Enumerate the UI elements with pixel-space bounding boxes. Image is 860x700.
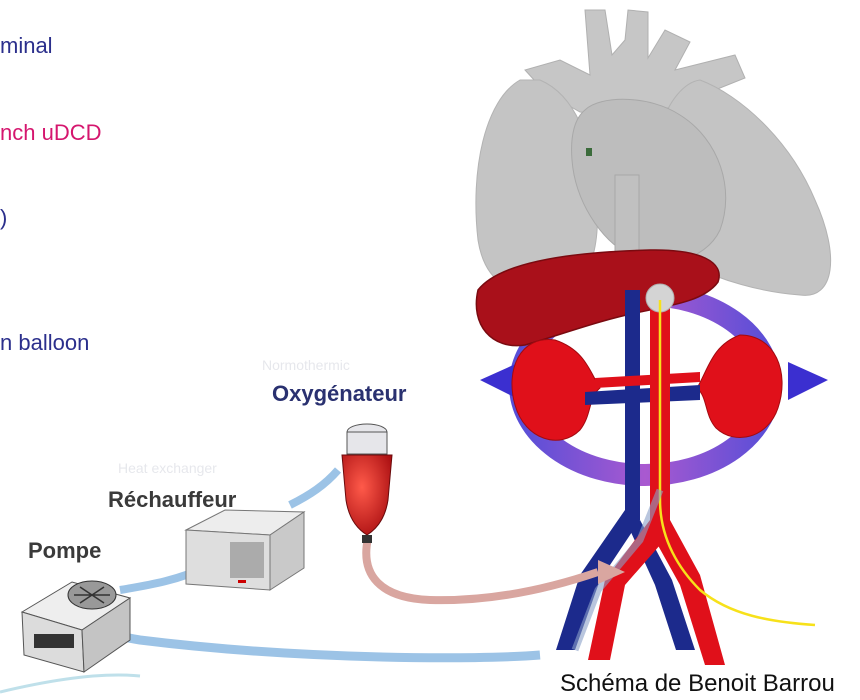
tube-warmer-oxy	[290, 470, 338, 505]
oxygenator-label: Oxygénateur	[272, 381, 407, 407]
pump-label: Pompe	[28, 538, 101, 564]
pulmonary-dot	[586, 148, 592, 156]
warmer-label: Réchauffeur	[108, 487, 236, 513]
faint-label-mid: Heat exchanger	[118, 460, 217, 476]
renal-artery	[595, 372, 700, 388]
tube-return	[66, 600, 540, 658]
renal-vein	[585, 385, 700, 405]
left-text-line1: minal	[0, 33, 53, 59]
tube-drainage	[366, 538, 598, 600]
left-text-line2: nch uDCD	[0, 120, 101, 146]
faint-label-top: Normothermic	[262, 357, 350, 373]
caption: Schéma de Benoit Barrou	[560, 670, 835, 698]
left-text-line4: n balloon	[0, 330, 89, 356]
left-kidney	[512, 340, 600, 441]
pump-device	[22, 581, 130, 672]
ring-arrow-right	[788, 362, 828, 400]
decorative-arc	[0, 675, 140, 692]
right-kidney	[697, 335, 782, 438]
warmer-device	[186, 510, 304, 590]
left-text-line3: )	[0, 205, 7, 231]
oxygenator-device	[342, 424, 392, 543]
